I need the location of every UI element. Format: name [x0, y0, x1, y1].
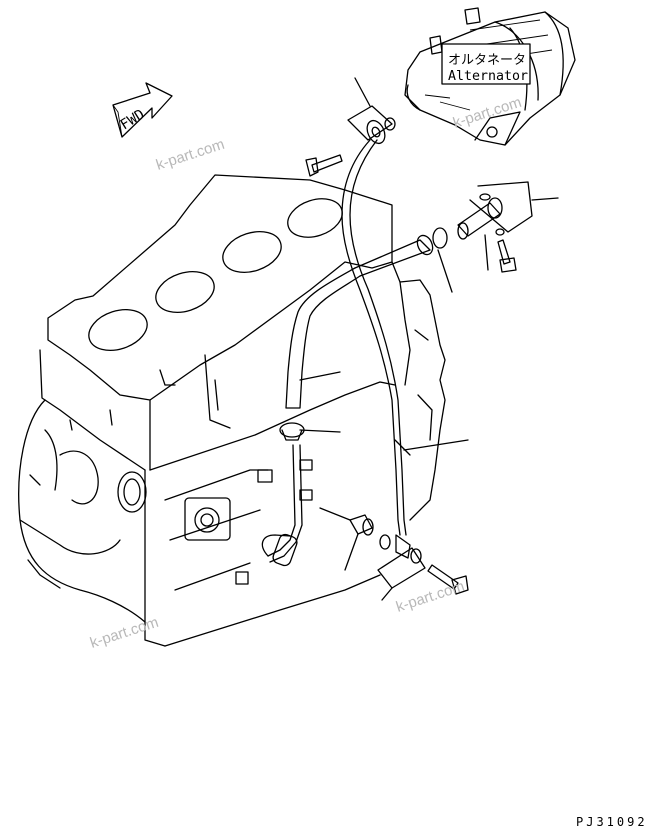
watermark-4: k-part.com [394, 578, 467, 616]
fwd-arrow: FWD [112, 82, 173, 138]
drawing-code: PJ31092 [576, 815, 647, 829]
breather-pipe [285, 234, 434, 409]
banjo-fitting [432, 193, 517, 273]
bolt-top-left [305, 154, 343, 177]
alternator: オルタネータ Alternator [404, 7, 576, 146]
oil-supply-hose [341, 117, 422, 564]
block-connector [319, 507, 374, 536]
alternator-label-jp: オルタネータ [448, 53, 526, 68]
hose-clamp [279, 422, 305, 441]
fwd-label: FWD [118, 106, 148, 133]
alternator-label-en: Alternator [448, 69, 528, 84]
watermark-3: k-part.com [88, 614, 161, 652]
cylinder-bore-1 [88, 309, 148, 351]
drain-tube [261, 444, 303, 567]
watermark-1: k-part.com [154, 136, 227, 174]
engine-block [18, 174, 446, 647]
cylinder-bore-4 [287, 198, 343, 238]
leader-lines [299, 77, 559, 601]
cylinder-bore-3 [222, 231, 282, 273]
bolt-lower [427, 564, 469, 595]
cylinder-bore-2 [155, 271, 215, 313]
watermark-2: k-part.com [451, 94, 524, 132]
